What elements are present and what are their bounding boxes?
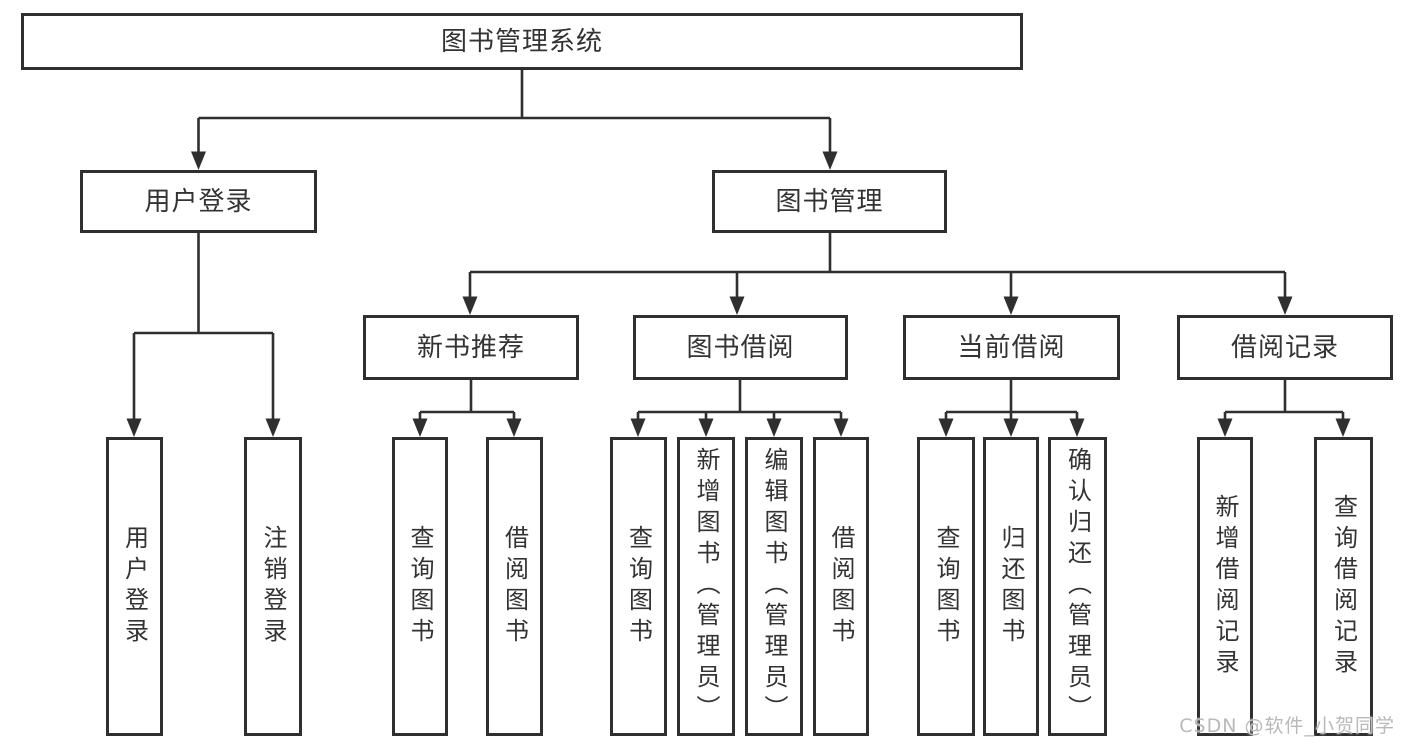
leaf-logout: 注销登录 [244,437,302,736]
leaf-query-books-recommend-label: 查询图书 [406,524,434,649]
leaf-edit-books-admin-label: 编辑图书（管理员） [760,447,788,726]
leaf-add-borrow-record-label: 新增借阅记录 [1211,493,1239,680]
leaf-confirm-return-admin: 确认归还（管理员） [1048,437,1107,736]
leaf-query-books-current: 查询图书 [917,437,975,736]
leaf-query-borrow-record-label: 查询借阅记录 [1329,493,1358,680]
node-borrow-records: 借阅记录 [1177,315,1393,380]
node-new-book-recommend-label: 新书推荐 [416,332,525,363]
csdn-watermark: CSDN @软件_小贺同学 [1179,715,1395,737]
leaf-borrow-books-recommend-label: 借阅图书 [500,524,529,649]
leaf-borrow-books-recommend: 借阅图书 [486,437,543,736]
leaf-logout-label: 注销登录 [259,524,287,649]
node-book-borrow-label: 图书借阅 [686,332,795,363]
leaf-query-books-borrow: 查询图书 [610,437,667,736]
leaf-edit-books-admin: 编辑图书（管理员） [745,437,803,736]
leaf-query-books-current-label: 查询图书 [932,524,960,649]
node-book-management: 图书管理 [712,170,947,233]
node-book-management-label: 图书管理 [775,186,884,217]
leaf-add-books-admin: 新增图书（管理员） [677,437,735,736]
node-root: 图书管理系统 [21,13,1023,70]
leaf-return-books-label: 归还图书 [997,524,1025,649]
leaf-return-books: 归还图书 [983,437,1039,736]
leaf-add-borrow-record: 新增借阅记录 [1197,437,1253,736]
leaf-confirm-return-admin-label: 确认归还（管理员） [1063,447,1092,726]
node-user-login: 用户登录 [80,170,317,233]
leaf-borrow-books-label: 借阅图书 [827,524,855,649]
leaf-query-borrow-record: 查询借阅记录 [1314,437,1373,736]
leaf-user-login-label: 用户登录 [120,524,149,649]
node-borrow-records-label: 借阅记录 [1230,332,1339,363]
leaf-add-books-admin-label: 新增图书（管理员） [692,447,720,726]
node-root-label: 图书管理系统 [440,26,603,57]
node-book-borrow: 图书借阅 [633,315,848,380]
leaf-borrow-books: 借阅图书 [813,437,869,736]
node-current-borrow: 当前借阅 [903,315,1120,380]
leaf-query-books-recommend: 查询图书 [392,437,448,736]
node-current-borrow-label: 当前借阅 [957,332,1066,363]
leaf-user-login: 用户登录 [106,437,163,736]
node-new-book-recommend: 新书推荐 [363,315,579,380]
leaf-query-books-borrow-label: 查询图书 [624,524,653,649]
node-user-login-label: 用户登录 [144,186,253,217]
